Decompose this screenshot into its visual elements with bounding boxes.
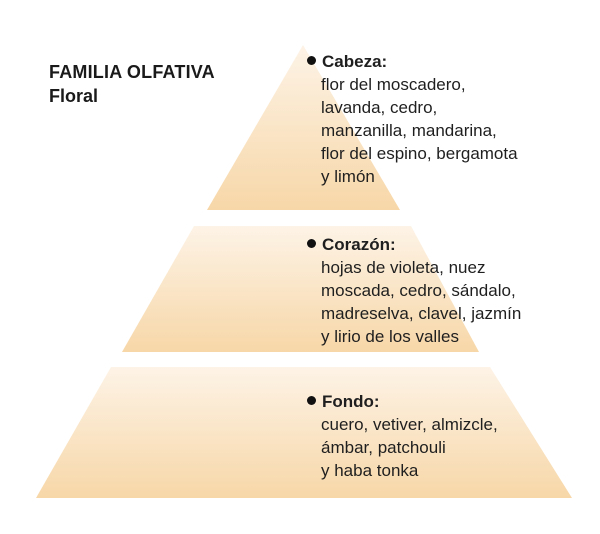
pyramid-tier-top xyxy=(207,45,400,210)
tier-bottom-notes: Fondo: cuero, vetiver, almizcle, ámbar, … xyxy=(307,390,498,482)
tier-bottom-heading: Fondo: xyxy=(322,392,380,411)
tier-middle-notes: Corazón: hojas de violeta, nuez moscada,… xyxy=(307,233,521,348)
tier-middle-heading: Corazón: xyxy=(322,235,396,254)
tier-bottom-line: ámbar, patchouli xyxy=(321,438,446,457)
family-title: FAMILIA OLFATIVA xyxy=(49,62,215,82)
tier-top-line: flor del moscadero, xyxy=(321,75,466,94)
tier-bottom-line: y haba tonka xyxy=(321,461,419,480)
pyramid-tier-bottom xyxy=(36,367,572,498)
family-value: Floral xyxy=(49,86,99,106)
bullet-icon xyxy=(307,396,316,405)
tier-top-line: y limón xyxy=(321,167,375,186)
tier-top-heading: Cabeza: xyxy=(322,52,388,71)
pyramid-tier-middle xyxy=(122,226,479,352)
tier-middle-line: y lirio de los valles xyxy=(321,327,459,346)
tier-top-line: flor del espino, bergamota xyxy=(321,144,518,163)
tier-top-notes: Cabeza: flor del moscadero, lavanda, ced… xyxy=(307,50,518,188)
family-block: FAMILIA OLFATIVA Floral xyxy=(49,60,215,108)
tier-middle-line: hojas de violeta, nuez xyxy=(321,258,486,277)
tier-bottom-line: cuero, vetiver, almizcle, xyxy=(321,415,498,434)
tier-top-line: manzanilla, mandarina, xyxy=(321,121,497,140)
bullet-icon xyxy=(307,239,316,248)
tier-middle-line: madreselva, clavel, jazmín xyxy=(321,304,522,323)
tier-top-line: lavanda, cedro, xyxy=(321,98,438,117)
bullet-icon xyxy=(307,56,316,65)
tier-middle-line: moscada, cedro, sándalo, xyxy=(321,281,516,300)
